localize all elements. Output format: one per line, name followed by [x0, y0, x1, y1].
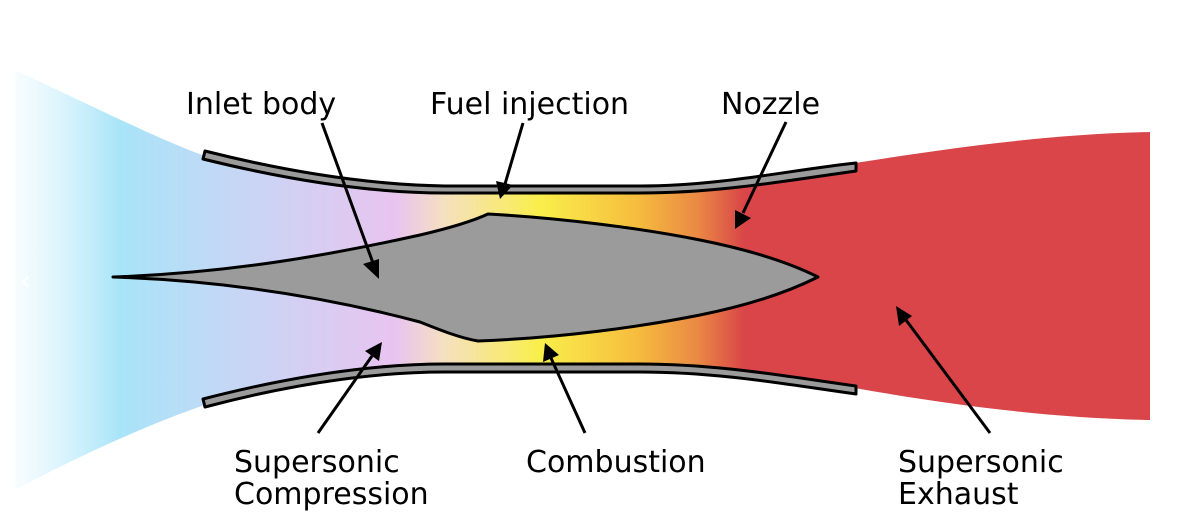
arrow-supersonic-compression: [316, 342, 382, 434]
label-supersonic-compression-line2: Compression: [234, 477, 429, 512]
label-supersonic-exhaust-line2: Exhaust: [898, 477, 1019, 512]
arrow-combustion: [543, 343, 587, 434]
label-fuel-injection: Fuel injection: [430, 87, 629, 122]
arrow-inlet-body: [320, 122, 379, 279]
upper-cowl: [201, 149, 858, 195]
arrow-fuel-injection: [496, 122, 525, 199]
label-supersonic-exhaust-line1: Supersonic: [898, 445, 1064, 480]
label-supersonic-compression-line1: Supersonic: [234, 445, 400, 480]
label-inlet-body: Inlet body: [186, 87, 336, 122]
lower-cowl: [201, 362, 858, 409]
inlet-center-body: [111, 212, 820, 343]
label-nozzle: Nozzle: [721, 87, 820, 122]
arrow-supersonic-exhaust: [896, 306, 992, 434]
arrow-nozzle: [735, 121, 788, 229]
label-combustion: Combustion: [526, 445, 706, 480]
previous-image-chevron-icon[interactable]: ‹: [20, 264, 31, 297]
